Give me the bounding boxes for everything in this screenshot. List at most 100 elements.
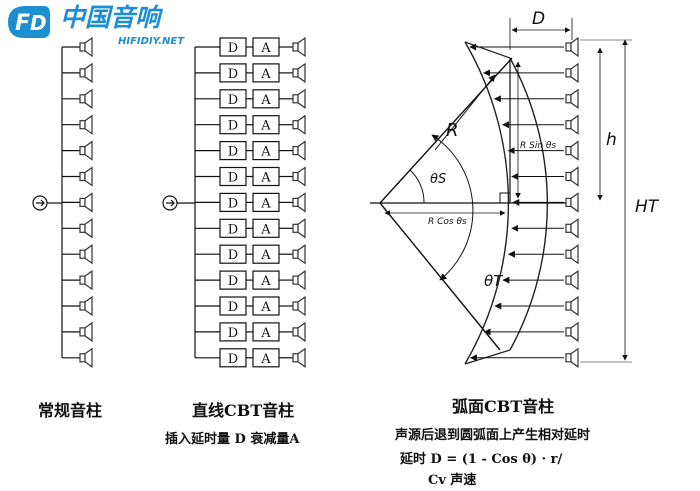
atten-label: A: [260, 300, 271, 315]
delay-box: D: [219, 218, 247, 238]
speaker-icon: [79, 89, 93, 109]
speaker-icon: [292, 141, 306, 161]
atten-label: A: [260, 196, 271, 211]
delay-label: D: [228, 93, 238, 108]
speaker-icon: [565, 63, 579, 83]
speaker-icon: [565, 296, 579, 316]
speaker-icon: [79, 37, 93, 57]
delay-label: D: [228, 67, 238, 82]
atten-box: A: [252, 192, 280, 212]
delay-box: D: [219, 115, 247, 135]
svg-text:F: F: [15, 11, 30, 36]
speaker-icon: [79, 141, 93, 161]
speaker-icon: [292, 37, 306, 57]
delay-box: D: [219, 166, 247, 187]
delay-box: D: [219, 89, 247, 109]
speaker-icon: [79, 296, 93, 316]
atten-label: A: [260, 326, 271, 341]
speaker-icon: [79, 322, 93, 342]
atten-box: A: [252, 37, 280, 57]
delay-label: D: [228, 352, 238, 367]
speaker-icon: [565, 166, 579, 187]
conventional-column: [32, 37, 93, 368]
atten-box: A: [252, 115, 280, 135]
delay-label: D: [228, 41, 238, 56]
atten-label: A: [260, 67, 271, 82]
speaker-icon: [292, 244, 306, 264]
speaker-icon: [565, 218, 579, 238]
svg-text:D: D: [30, 11, 47, 35]
delay-label: D: [228, 248, 238, 263]
signal-input-icon: [32, 195, 48, 211]
speaker-icon: [565, 322, 579, 342]
label-theta-t: θT: [484, 272, 504, 290]
atten-box: A: [252, 89, 280, 109]
speaker-icon: [565, 89, 579, 109]
delay-label: D: [228, 196, 238, 211]
caption-cbt-curved-sub1: 声源后退到圆弧面上产生相对延时: [395, 428, 591, 443]
delay-label: D: [228, 222, 238, 237]
speaker-icon: [292, 270, 306, 290]
speaker-icon: [565, 141, 579, 161]
label-r-cos: R Cos θs: [428, 217, 467, 227]
curved-cbt-column: D R θS θT R Sin θs R Cos θs h HT: [370, 9, 660, 368]
logo-site: HIFIDIY.NET: [118, 36, 185, 47]
speaker-icon: [565, 192, 579, 212]
label-d: D: [532, 9, 545, 29]
speaker-icon: [565, 37, 579, 57]
atten-label: A: [260, 145, 271, 160]
speaker-icon: [79, 115, 93, 135]
caption-cbt-curved-sub3: Cv 声速: [428, 473, 477, 488]
atten-box: A: [252, 270, 280, 290]
logo-name: 中国音响: [60, 3, 164, 32]
atten-box: A: [252, 244, 280, 264]
caption-cbt-line: 直线CBT音柱: [192, 401, 295, 420]
logo-mark-icon: [8, 6, 50, 38]
speaker-icon: [292, 296, 306, 316]
delay-label: D: [228, 171, 238, 186]
atten-label: A: [260, 119, 271, 134]
speaker-icon: [565, 244, 579, 264]
atten-box: A: [252, 63, 280, 83]
delay-label: D: [228, 300, 238, 315]
atten-label: A: [260, 171, 271, 186]
speaker-icon: [292, 192, 306, 212]
label-h: h: [606, 130, 617, 150]
atten-box: A: [252, 296, 280, 316]
atten-box: A: [252, 348, 280, 368]
atten-label: A: [260, 274, 271, 289]
speaker-icon: [565, 115, 579, 135]
atten-box: A: [252, 166, 280, 187]
speaker-icon: [565, 348, 579, 368]
delay-label: D: [228, 119, 238, 134]
caption-cbt-line-sub: 插入延时量 D 衰减量A: [165, 432, 300, 447]
atten-label: A: [260, 41, 271, 56]
speaker-icon: [79, 218, 93, 238]
speaker-icon: [292, 115, 306, 135]
speaker-icon: [292, 63, 306, 83]
speaker-icon: [292, 166, 306, 187]
delay-box: D: [219, 244, 247, 264]
speaker-icon: [292, 348, 306, 368]
speaker-icon: [292, 218, 306, 238]
speaker-icon: [79, 244, 93, 264]
atten-box: A: [252, 322, 280, 342]
signal-input-icon: [162, 195, 178, 211]
logo: F D 中国音响 HIFIDIY.NET: [8, 3, 185, 47]
delay-box: D: [219, 270, 247, 290]
delay-box: D: [219, 296, 247, 316]
atten-label: A: [260, 222, 271, 237]
speaker-icon: [79, 166, 93, 187]
speaker-icon: [79, 192, 93, 212]
atten-label: A: [260, 352, 271, 367]
speaker-icon: [292, 89, 306, 109]
delay-box: D: [219, 348, 247, 368]
label-r: R: [446, 120, 459, 141]
speaker-icon: [79, 63, 93, 83]
speaker-icon: [292, 322, 306, 342]
atten-box: A: [252, 218, 280, 238]
speaker-icon: [79, 270, 93, 290]
delay-box: D: [219, 192, 247, 212]
